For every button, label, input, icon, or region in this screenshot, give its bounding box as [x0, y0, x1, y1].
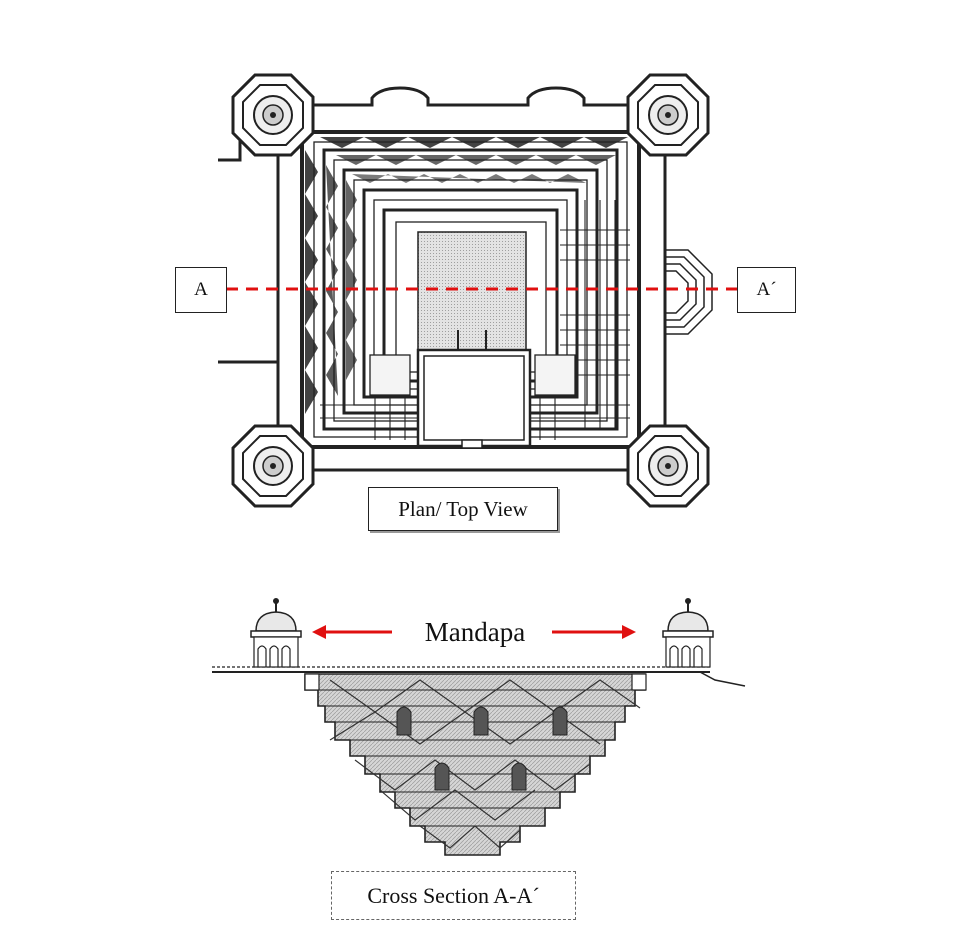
plan-diamond-steps [305, 137, 628, 414]
plan-central-pool [417, 231, 527, 353]
octagonal-corner-pavilion-icon [626, 73, 710, 157]
arrow-left-icon [312, 625, 392, 639]
mandapa-label: Mandapa [424, 617, 526, 647]
octagonal-corner-pavilion-icon [626, 424, 710, 508]
domed-pavilion-icon [250, 597, 302, 668]
octagonal-corner-pavilion-icon [231, 73, 315, 157]
cross-section-view [212, 597, 746, 856]
plan-landing-right [534, 354, 576, 396]
section-arched-niches [396, 706, 568, 791]
plan-entrance-wall-lower [218, 360, 280, 432]
section-marker-a-prime: A´ [737, 267, 796, 313]
plan-step-grid [320, 200, 630, 440]
plan-east-stepped-niche [665, 249, 713, 335]
octagonal-corner-pavilion-icon [231, 424, 315, 508]
domed-pavilion-icon [662, 597, 714, 668]
section-stepped-pyramid [304, 673, 646, 856]
arrow-right-icon [552, 625, 636, 639]
plan-view [218, 73, 737, 508]
plan-landing-left [369, 354, 411, 396]
plan-view-caption: Plan/ Top View [368, 487, 558, 531]
section-step-lines [318, 689, 635, 827]
section-diamond-pattern [329, 679, 641, 849]
cross-section-caption: Cross Section A-A´ [331, 871, 576, 920]
section-marker-a: A [175, 267, 227, 313]
